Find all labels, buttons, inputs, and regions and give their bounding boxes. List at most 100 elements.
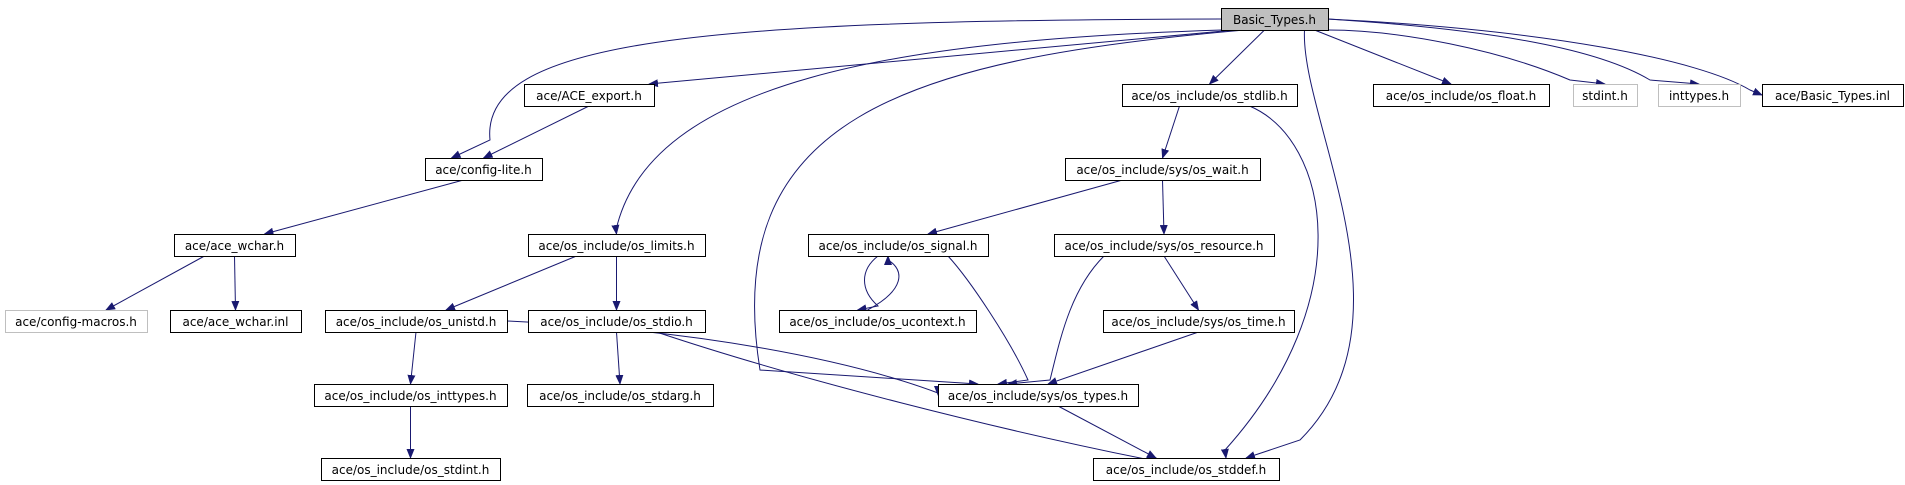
edge-os_signal-to-os_types xyxy=(947,255,1029,387)
node-box[interactable] xyxy=(325,310,508,333)
node-box[interactable] xyxy=(1103,310,1295,333)
node-label: ace/os_include/os_stdio.h xyxy=(540,315,693,329)
edge-basic_types-to-os_limits xyxy=(611,29,1223,235)
node-box[interactable] xyxy=(1122,84,1298,107)
node-box[interactable] xyxy=(938,384,1139,407)
node-box[interactable] xyxy=(1093,458,1280,481)
node-os_types[interactable]: ace/os_include/sys/os_types.h xyxy=(938,384,1139,407)
edge-basic_types-to-os_float xyxy=(1314,29,1452,85)
node-box[interactable] xyxy=(779,310,977,333)
node-os_stdlib[interactable]: ace/os_include/os_stdlib.h xyxy=(1122,84,1298,107)
node-label: ace/config-lite.h xyxy=(435,163,532,177)
edge-os_stdlib-to-os_wait xyxy=(1161,105,1180,159)
node-box[interactable] xyxy=(1373,84,1550,107)
node-os_time[interactable]: ace/os_include/sys/os_time.h xyxy=(1103,310,1295,333)
edge-os_signal-to-os_ucontext xyxy=(856,255,880,313)
edge-basic_types-to-config_lite xyxy=(450,18,1222,159)
edge-basic_types-to-ace_export xyxy=(648,29,1235,88)
node-ace_wchar_inl[interactable]: ace/ace_wchar.inl xyxy=(170,310,302,333)
edge-ace_wchar-to-config_macros xyxy=(105,255,205,311)
node-box[interactable] xyxy=(1065,158,1261,181)
node-label: ace/ace_wchar.h xyxy=(185,239,284,253)
node-box[interactable] xyxy=(174,234,296,257)
node-label: ace/Basic_Types.inl xyxy=(1775,89,1890,103)
node-os_stddef[interactable]: ace/os_include/os_stddef.h xyxy=(1093,458,1280,481)
node-os_resource[interactable]: ace/os_include/sys/os_resource.h xyxy=(1054,234,1275,257)
edge-os_resource-to-os_time xyxy=(1163,255,1200,311)
node-label: ace/ace_wchar.inl xyxy=(182,315,288,329)
edge-os_time-to-os_types xyxy=(1047,331,1199,385)
node-box[interactable] xyxy=(808,234,989,257)
node-box[interactable] xyxy=(528,310,706,333)
edge-config_lite-to-ace_wchar xyxy=(263,179,464,236)
node-box[interactable] xyxy=(1762,84,1904,107)
edge-os_limits-to-os_unistd xyxy=(445,255,577,311)
node-os_signal[interactable]: ace/os_include/os_signal.h xyxy=(808,234,989,257)
node-os_float[interactable]: ace/os_include/os_float.h xyxy=(1373,84,1550,107)
node-box[interactable] xyxy=(5,310,148,333)
node-label: ace/os_include/os_stdlib.h xyxy=(1131,89,1287,103)
node-label: ace/os_include/os_signal.h xyxy=(819,239,978,253)
node-box[interactable] xyxy=(1658,84,1741,107)
edge-layer xyxy=(105,18,1763,465)
edge-os_stdio-to-os_stdarg xyxy=(615,331,624,385)
edge-os_ucontext-to-os_signal xyxy=(867,255,900,311)
edge-ace_export-to-config_lite xyxy=(482,105,590,159)
node-label: Basic_Types.h xyxy=(1233,13,1316,27)
node-label: ace/os_include/sys/os_wait.h xyxy=(1076,163,1248,177)
edge-ace_wchar-to-ace_wchar_inl xyxy=(231,255,240,311)
node-box[interactable] xyxy=(1221,8,1329,31)
node-config_lite[interactable]: ace/config-lite.h xyxy=(425,158,543,181)
edge-os_stdio-to-os_stddef xyxy=(656,331,1157,465)
edge-basic_types-to-stdint xyxy=(1327,29,1606,87)
node-os_wait[interactable]: ace/os_include/sys/os_wait.h xyxy=(1065,158,1261,181)
node-os_stdio[interactable]: ace/os_include/os_stdio.h xyxy=(528,310,706,333)
node-ace_export[interactable]: ace/ACE_export.h xyxy=(524,84,655,107)
node-config_macros[interactable]: ace/config-macros.h xyxy=(5,310,148,333)
node-os_stdint[interactable]: ace/os_include/os_stdint.h xyxy=(321,458,501,481)
node-os_stdarg[interactable]: ace/os_include/os_stdarg.h xyxy=(527,384,714,407)
node-label: ace/os_include/os_stdarg.h xyxy=(539,389,701,403)
edge-os_types-to-os_stddef xyxy=(1057,405,1157,459)
node-os_inttypes[interactable]: ace/os_include/os_inttypes.h xyxy=(314,384,508,407)
node-box[interactable] xyxy=(314,384,508,407)
node-label: ace/os_include/os_unistd.h xyxy=(336,315,497,329)
edge-basic_types-to-basic_types_inl xyxy=(1327,18,1763,96)
node-os_limits[interactable]: ace/os_include/os_limits.h xyxy=(528,234,706,257)
node-label: ace/config-macros.h xyxy=(15,315,137,329)
node-label: ace/os_include/os_inttypes.h xyxy=(324,389,496,403)
node-stdint[interactable]: stdint.h xyxy=(1573,84,1638,107)
node-label: ace/os_include/os_stddef.h xyxy=(1106,463,1266,477)
node-label: ace/os_include/os_stdint.h xyxy=(332,463,490,477)
node-label: inttypes.h xyxy=(1669,89,1729,103)
edge-os_resource-to-os_types xyxy=(1007,255,1105,388)
node-label: ace/os_include/os_ucontext.h xyxy=(789,315,965,329)
node-basic_types[interactable]: Basic_Types.h xyxy=(1221,8,1329,31)
node-box[interactable] xyxy=(321,458,501,481)
node-box[interactable] xyxy=(527,384,714,407)
node-os_unistd[interactable]: ace/os_include/os_unistd.h xyxy=(325,310,508,333)
node-os_ucontext[interactable]: ace/os_include/os_ucontext.h xyxy=(779,310,977,333)
node-box[interactable] xyxy=(1573,84,1638,107)
node-label: ace/os_include/os_limits.h xyxy=(538,239,694,253)
edge-basic_types-to-os_types xyxy=(754,29,1245,388)
node-box[interactable] xyxy=(524,84,655,107)
edge-os_stdlib-to-os_stddef xyxy=(1220,105,1319,459)
node-label: ace/os_include/os_float.h xyxy=(1386,89,1536,103)
node-label: ace/os_include/sys/os_types.h xyxy=(948,389,1128,403)
node-box[interactable] xyxy=(425,158,543,181)
node-inttypes[interactable]: inttypes.h xyxy=(1658,84,1741,107)
node-box[interactable] xyxy=(1054,234,1275,257)
node-box[interactable] xyxy=(528,234,706,257)
node-label: ace/ACE_export.h xyxy=(536,89,642,103)
edge-basic_types-to-inttypes xyxy=(1327,18,1700,88)
node-ace_wchar[interactable]: ace/ace_wchar.h xyxy=(174,234,296,257)
node-layer: Basic_Types.h ace/ACE_export.h ace/os_incl… xyxy=(5,8,1904,481)
edge-os_wait-to-os_resource xyxy=(1159,179,1168,235)
node-label: stdint.h xyxy=(1582,89,1628,103)
node-basic_types_inl[interactable]: ace/Basic_Types.inl xyxy=(1762,84,1904,107)
node-box[interactable] xyxy=(170,310,302,333)
edge-os_unistd-to-os_inttypes xyxy=(407,331,417,385)
node-label: ace/os_include/sys/os_resource.h xyxy=(1064,239,1263,253)
